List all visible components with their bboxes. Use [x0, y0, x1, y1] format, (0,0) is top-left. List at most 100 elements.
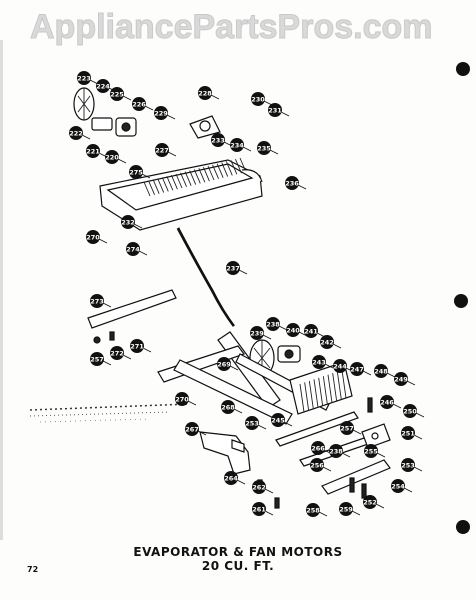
- part-callout-c261: 261: [252, 502, 266, 516]
- callout-bubble: [155, 143, 169, 157]
- coil-fin: [180, 172, 187, 188]
- part-callout-c275: 275: [129, 165, 143, 179]
- callout-number: 272: [110, 350, 124, 358]
- callout-bubble: [266, 317, 280, 331]
- part-callout-c252: 252: [363, 495, 377, 509]
- coil-fin: [322, 376, 328, 405]
- callout-bubble: [221, 400, 235, 414]
- callout-number: 236: [285, 180, 299, 188]
- callout-number: 223: [77, 75, 91, 83]
- leader-line: [351, 510, 361, 516]
- leader-line: [406, 380, 416, 386]
- coil-fin: [221, 162, 229, 177]
- callout-bubble: [86, 230, 100, 244]
- leader-line: [238, 269, 248, 275]
- part-callout-c228: 228: [198, 86, 212, 100]
- part-callout-c274: 274: [126, 242, 140, 256]
- callout-number: 233: [211, 137, 225, 145]
- callout-bubble: [130, 339, 144, 353]
- callout-bubble: [380, 395, 394, 409]
- callout-number: 264: [224, 475, 238, 483]
- leader-line: [324, 363, 334, 369]
- leader-line: [167, 151, 177, 157]
- callout-number: 266: [311, 445, 325, 453]
- callout-number: 228: [198, 90, 212, 98]
- callout-number: 241: [304, 328, 318, 336]
- part-callout-c257b: 257: [340, 421, 354, 435]
- callout-bubble: [198, 86, 212, 100]
- callout-bubble: [401, 458, 415, 472]
- callout-number: 243: [312, 359, 326, 367]
- callout-number: 249: [394, 376, 408, 384]
- coil-fin: [203, 166, 210, 182]
- callout-bubble: [226, 261, 240, 275]
- leader-line: [197, 430, 207, 436]
- coil-fin: [171, 174, 178, 190]
- callout-bubble: [185, 422, 199, 436]
- coil-fin: [304, 382, 310, 411]
- upper-evaporator: [99, 115, 263, 231]
- part-callout-c259: 259: [339, 502, 353, 516]
- callout-bubble: [211, 133, 225, 147]
- leader-line: [264, 510, 274, 516]
- coil-fin: [212, 164, 219, 180]
- callout-number: 253: [401, 462, 415, 470]
- callout-bubble: [329, 444, 343, 458]
- coil-fin: [184, 171, 192, 186]
- coil-fin: [336, 371, 342, 400]
- part-callout-c223: 223: [77, 71, 91, 85]
- leader-line: [386, 372, 396, 378]
- part-callout-c268: 268: [221, 400, 235, 414]
- leader-line: [269, 149, 279, 155]
- callout-number: 248: [374, 368, 388, 376]
- leader-line: [102, 302, 112, 308]
- part-callout-c264: 264: [224, 471, 238, 485]
- coil-fin: [230, 160, 238, 175]
- part-callout-c226: 226: [132, 97, 146, 111]
- part-callout-c249: 249: [394, 372, 408, 386]
- callout-bubble: [96, 79, 110, 93]
- callout-number: 253: [245, 420, 259, 428]
- callout-number: 222: [69, 130, 83, 138]
- callout-bubble: [86, 144, 100, 158]
- callout-number: 242: [320, 339, 334, 347]
- binder-hole-bottom: [456, 520, 470, 534]
- leader-line: [229, 365, 239, 371]
- part-callout-c233: 233: [211, 133, 225, 147]
- callout-bubble: [339, 502, 353, 516]
- callout-number: 224: [96, 83, 110, 91]
- leader-line: [413, 434, 423, 440]
- coil-fin: [308, 380, 314, 409]
- callout-number: 274: [126, 246, 140, 254]
- coil-fin: [161, 177, 169, 192]
- callout-bubble: [110, 87, 124, 101]
- callout-number: 245: [271, 417, 285, 425]
- lower-left-bracket: [199, 431, 280, 509]
- part-callout-c253b: 253: [401, 458, 415, 472]
- leader-line: [102, 360, 112, 366]
- callout-bubble: [310, 458, 324, 472]
- callout-number: 221: [86, 148, 100, 156]
- callout-number: 255: [364, 448, 378, 456]
- leader-line: [318, 511, 328, 517]
- part-callout-c235: 235: [257, 141, 271, 155]
- callout-number: 234: [230, 142, 244, 150]
- callout-number: 240: [286, 327, 300, 335]
- callout-number: 269: [217, 361, 231, 369]
- part-callout-c221: 221: [86, 144, 100, 158]
- callout-number: 252: [363, 499, 377, 507]
- callout-bubble: [363, 495, 377, 509]
- part-callout-c251: 251: [401, 426, 415, 440]
- leader-line: [166, 114, 176, 120]
- part-callout-c245: 245: [271, 413, 285, 427]
- callout-number: 261: [252, 506, 266, 514]
- callout-number: 247: [350, 366, 364, 374]
- callout-bubble: [306, 503, 320, 517]
- callout-number: 256: [310, 462, 324, 470]
- part-callout-c244: 244: [333, 359, 347, 373]
- part-callout-c230: 230: [251, 92, 265, 106]
- coil-fin: [152, 179, 160, 194]
- callout-bubble: [90, 294, 104, 308]
